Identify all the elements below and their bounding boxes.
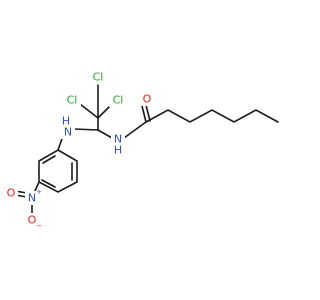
bond-c-cl-left	[79, 103, 99, 119]
nitro-nitrogen-label: N	[28, 192, 36, 205]
nh-left-n-label: N	[64, 126, 72, 139]
nh-right-h-label: H	[114, 144, 122, 157]
molecule-structure: Cl Cl Cl H N N H O N + O O −	[4, 68, 279, 230]
bond-c-o-1	[141, 105, 147, 123]
bond-nh-carbonyl	[123, 121, 147, 139]
carbonyl-oxygen-label: O	[143, 93, 152, 106]
nitro-nitrogen-charge: +	[36, 188, 42, 196]
octanoyl-chain	[145, 109, 279, 123]
bond-c-o-2	[145, 104, 151, 122]
nh-right-n-label: N	[114, 133, 122, 146]
benzene-ring	[38, 149, 78, 193]
nitro-oxygen-charge: −	[36, 222, 42, 230]
chlorine-label-top: Cl	[93, 71, 104, 84]
bond-ch-nh-left	[73, 128, 99, 131]
nh-left-h-label: H	[62, 115, 70, 128]
chlorine-label-left: Cl	[67, 94, 78, 107]
aromatic-inner-3	[42, 155, 56, 164]
bond-ch-nh-right	[97, 129, 113, 139]
nitro-oxygen-left-label: O	[7, 187, 16, 200]
chlorine-label-right: Cl	[113, 94, 124, 107]
atom-labels: Cl Cl Cl H N N H O N + O O −	[4, 68, 154, 230]
aromatic-inner-2	[41, 179, 56, 188]
bond-c-cl-right	[97, 105, 111, 119]
nitro-oxygen-bottom-label: O	[28, 214, 37, 227]
